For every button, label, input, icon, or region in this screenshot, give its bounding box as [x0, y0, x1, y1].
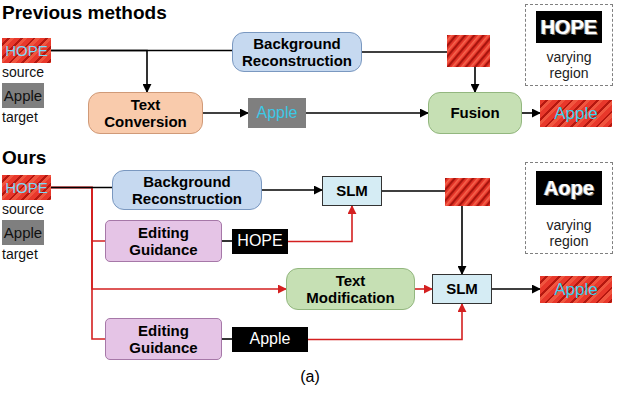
source-image: HOPEsource: [2, 175, 51, 200]
guidance-box: Editing Guidance: [105, 220, 222, 262]
process-box: Fusion: [428, 92, 522, 134]
node-text: Apple: [4, 87, 42, 104]
region-box: varying region HOPE: [525, 4, 613, 86]
node-text: Aope: [544, 177, 594, 200]
connector: [203, 112, 248, 114]
node-text: HOPE: [5, 42, 48, 59]
connector: [222, 338, 232, 340]
process-box: Text Modification: [286, 268, 415, 310]
guidance-box: Editing Guidance: [105, 318, 222, 360]
background-image: [445, 178, 490, 206]
node-text: Fusion: [450, 104, 499, 121]
connector: [288, 206, 352, 242]
node-text: Apple: [554, 104, 597, 124]
connector: [262, 189, 322, 191]
node-text: Background Reconstruction: [239, 35, 355, 70]
target-image: Appletarget: [2, 220, 44, 245]
node-text: varying region: [526, 217, 612, 249]
node-text: Background Reconstruction: [119, 173, 255, 208]
image-label: target: [2, 246, 38, 262]
text-image: Apple: [248, 98, 306, 128]
connector: [306, 112, 428, 114]
process-box: Background Reconstruction: [232, 32, 362, 73]
connector: [51, 188, 105, 340]
node-text: SLM: [336, 182, 368, 199]
module-box: SLM: [322, 176, 382, 206]
section-heading: Previous methods: [2, 2, 167, 24]
mask-image: Aope: [536, 171, 602, 205]
node-text: Apple: [4, 224, 42, 241]
node-text: Editing Guidance: [112, 322, 215, 357]
node-text: Text Conversion: [95, 96, 196, 131]
source-image: HOPEsource: [2, 38, 51, 63]
image-label: source: [2, 201, 44, 217]
node-text: varying region: [526, 49, 612, 81]
output-image: Apple: [540, 100, 612, 127]
node-text: Apple: [257, 104, 298, 122]
process-box: Background Reconstruction: [112, 170, 262, 211]
region-box: varying region Aope: [525, 162, 613, 254]
text-image: Apple: [232, 327, 308, 352]
background-image: [447, 35, 490, 67]
output-image: Apple: [540, 276, 612, 303]
text-image: HOPE: [232, 229, 288, 254]
node-text: HOPE: [541, 16, 598, 39]
connector: [522, 112, 540, 114]
connector: [51, 187, 112, 189]
connector: [415, 288, 432, 290]
section-heading: Ours: [2, 147, 46, 169]
image-label: target: [2, 109, 38, 125]
node-text: Apple: [250, 330, 291, 348]
image-label: source: [2, 64, 44, 80]
figure-caption: (a): [300, 368, 320, 386]
node-text: HOPE: [5, 179, 48, 196]
connector: [222, 240, 232, 242]
process-box: Text Conversion: [88, 92, 203, 134]
connector: [492, 288, 540, 290]
node-text: SLM: [446, 280, 478, 297]
target-image: Appletarget: [2, 83, 44, 108]
module-box: SLM: [432, 274, 492, 304]
node-text: Text Modification: [293, 272, 408, 307]
mask-image: HOPE: [536, 11, 602, 43]
node-text: Editing Guidance: [112, 224, 215, 259]
connector: [51, 188, 105, 242]
node-text: HOPE: [237, 232, 282, 250]
connector: [51, 51, 147, 93]
node-text: Apple: [554, 280, 597, 300]
